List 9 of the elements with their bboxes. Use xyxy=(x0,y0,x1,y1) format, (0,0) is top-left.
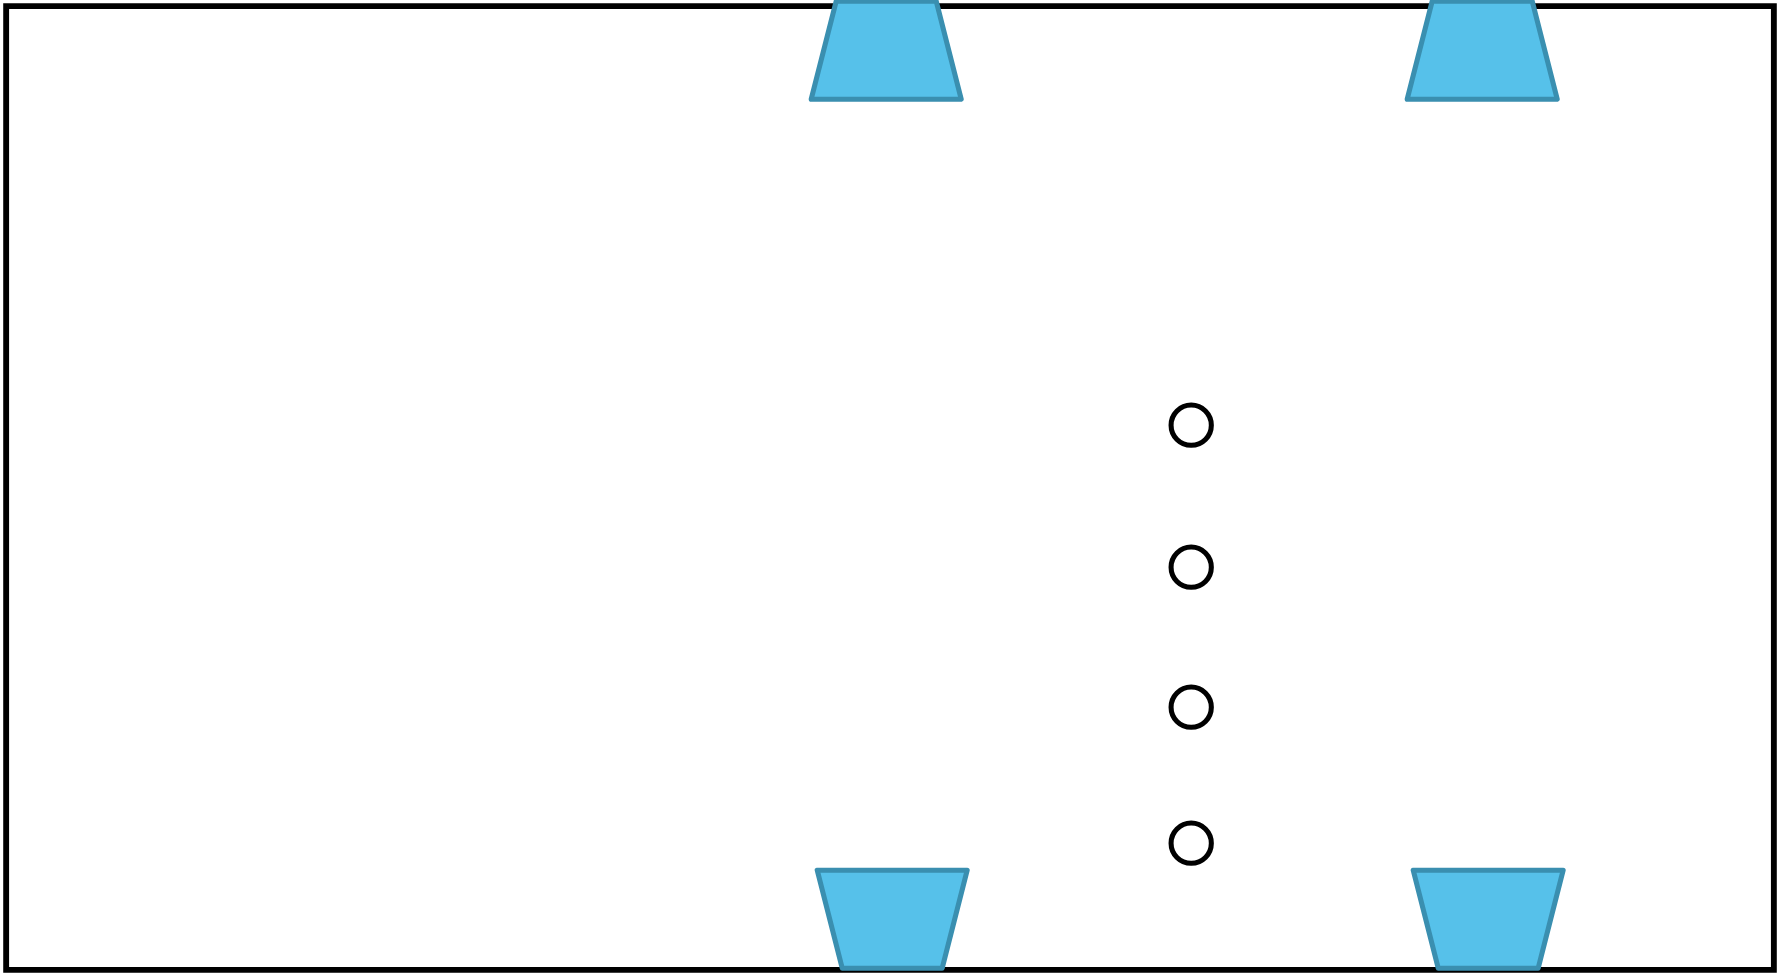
circle-shape xyxy=(1168,820,1214,866)
circle-shape xyxy=(1168,402,1214,448)
circle-shape xyxy=(1168,544,1214,590)
trapezoid-shape xyxy=(808,0,964,102)
frame-box xyxy=(3,3,1777,973)
trapezoid-shape xyxy=(814,867,970,971)
trapezoid-shape xyxy=(1410,867,1566,971)
circle-shape xyxy=(1168,684,1214,730)
trapezoid-shape xyxy=(1404,0,1560,102)
